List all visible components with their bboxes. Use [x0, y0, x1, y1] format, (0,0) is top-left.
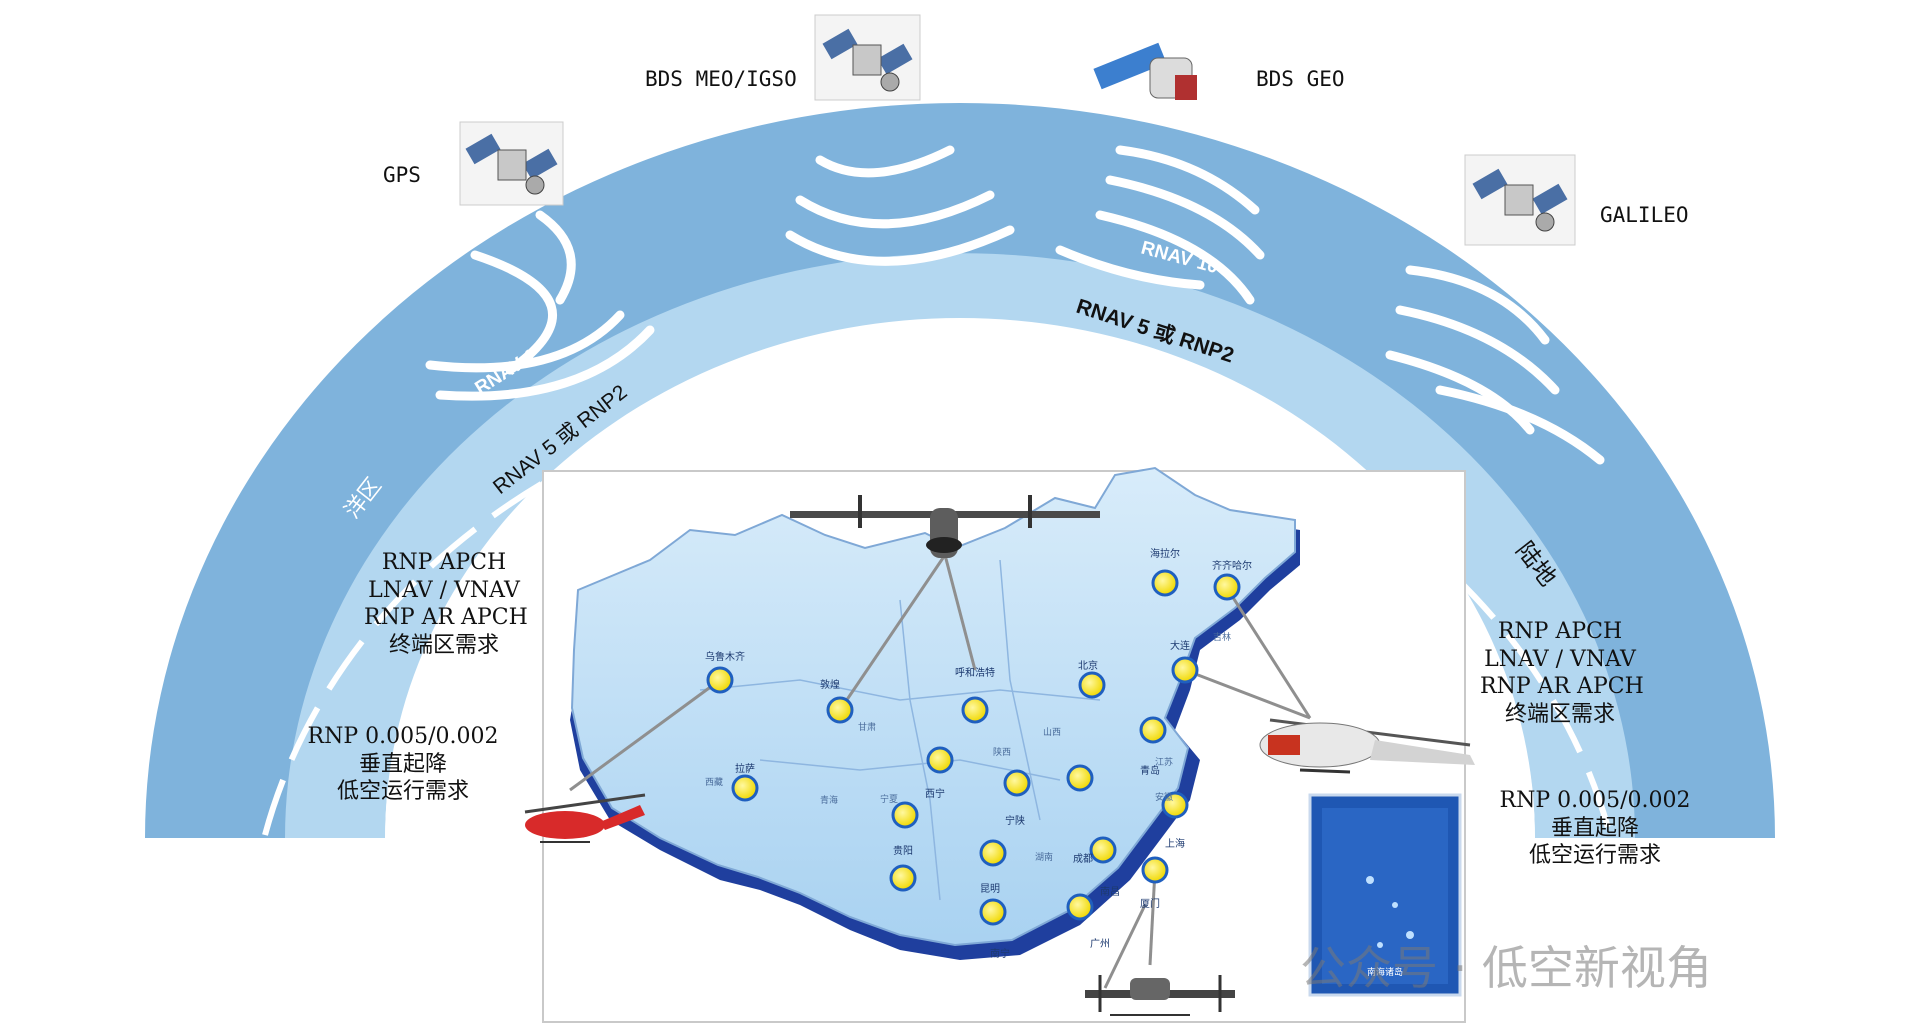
map-region-label: 湖南 [1035, 853, 1054, 863]
red-helicopter-icon [524, 793, 646, 843]
left-low-altitude-line: 低空运行需求 [336, 779, 469, 804]
map-city-label: 成都 [1073, 854, 1093, 865]
outer-band [145, 103, 1775, 838]
china-map [570, 466, 1300, 960]
left-low-altitude-requirements: RNP 0.005/0.002 垂直起降 低空运行需求 [298, 723, 508, 806]
map-city-label: 敦煌 [820, 680, 840, 691]
map-city-label: 昆明 [980, 884, 1000, 895]
right-terminal-line: LNAV / VNAV [1484, 646, 1636, 672]
satellite-bds-meo-igso-icon [814, 14, 921, 101]
right-terminal-line: RNP AR APCH [1480, 674, 1644, 699]
map-region-label: 宁夏 [880, 795, 899, 805]
map-city-label: 青岛 [1140, 766, 1160, 777]
map-city-label: 乌鲁木齐 [705, 652, 745, 663]
map-city-label: 海拉尔 [1150, 549, 1180, 560]
city-marker [891, 801, 919, 829]
map-region-label: 青海 [820, 796, 839, 806]
map-city-label: 厦门 [1140, 899, 1160, 910]
right-terminal-line: 终端区需求 [1504, 701, 1615, 727]
large-helicopter-icon [1259, 718, 1475, 774]
map-region-label: 安徽 [1155, 793, 1174, 803]
left-terminal-line: 终端区需求 [388, 632, 499, 658]
map-region-label: 江苏 [1155, 758, 1174, 768]
fixed-wing-vtol-icon [790, 495, 1100, 558]
city-marker [1161, 791, 1189, 819]
map-city-label: 贵阳 [893, 846, 913, 857]
south-sea-inset: 南海诸岛 [1308, 793, 1462, 997]
satellite-gps-icon [459, 121, 564, 206]
map-city-label: 南昌 [1100, 887, 1120, 898]
map-region-label: 甘肃 [858, 723, 877, 733]
right-terminal-line: RNP APCH [1497, 619, 1623, 644]
city-marker [979, 898, 1007, 926]
city-markers [706, 569, 1241, 926]
city-marker [706, 666, 734, 694]
map-region-label: 西藏 [705, 778, 724, 788]
map-city-label: 大连 [1170, 641, 1190, 652]
city-marker [1003, 769, 1031, 797]
city-marker [961, 696, 989, 724]
map-city-label: 南宁 [990, 949, 1010, 960]
city-marker [1066, 893, 1094, 921]
city-marker [1141, 856, 1169, 884]
city-marker [1078, 671, 1106, 699]
map-city-label: 齐齐哈尔 [1212, 561, 1252, 572]
left-terminal-line: RNP AR APCH [364, 605, 528, 630]
left-terminal-line: LNAV / VNAV [368, 577, 520, 603]
map-region-label: 陕西 [993, 748, 1012, 758]
right-low-altitude-line: 低空运行需求 [1528, 843, 1661, 868]
city-marker [826, 696, 854, 724]
bds-meo-igso-label: BDS MEO/IGSO [645, 67, 797, 91]
left-terminal-line: RNP APCH [381, 550, 507, 575]
satellite-bds-geo-icon [1093, 42, 1197, 100]
bds-geo-label: BDS GEO [1256, 67, 1345, 91]
map-city-label: 宁陕 [1005, 816, 1025, 827]
left-terminal-requirements: RNP APCH LNAV / VNAV RNP AR APCH 终端区需求 [364, 549, 528, 659]
left-low-altitude-line: RNP 0.005/0.002 [307, 724, 499, 749]
satellite-galileo-icon [1464, 154, 1576, 246]
map-land [570, 466, 1296, 947]
inset-label: 南海诸岛 [1367, 966, 1403, 978]
map-city-label: 上海 [1165, 839, 1185, 850]
city-marker [1066, 764, 1094, 792]
city-marker [1139, 716, 1167, 744]
map-city-label: 广州 [1090, 939, 1110, 950]
map-city-label: 呼和浩特 [955, 668, 995, 679]
map-region-label: 山西 [1043, 728, 1062, 738]
dashed-boundary-outer [262, 374, 1613, 836]
city-marker [1151, 569, 1179, 597]
right-low-altitude-line: RNP 0.005/0.002 [1499, 788, 1691, 813]
vtol-drone-icon [1085, 975, 1235, 1016]
connection-lines [569, 554, 1312, 989]
right-low-altitude-line: 垂直起降 [1550, 815, 1639, 841]
watermark: 公众号 · 低空新视角 [1300, 941, 1712, 995]
map-city-label: 西宁 [925, 789, 945, 800]
city-marker [889, 864, 917, 892]
map-city-label: 拉萨 [735, 764, 755, 775]
city-marker [1089, 836, 1117, 864]
city-marker [731, 774, 759, 802]
signal-waves [425, 145, 1605, 465]
right-low-altitude-requirements: RNP 0.005/0.002 垂直起降 低空运行需求 [1490, 787, 1700, 870]
city-marker [979, 839, 1007, 867]
right-terminal-requirements: RNP APCH LNAV / VNAV RNP AR APCH 终端区需求 [1480, 618, 1644, 728]
galileo-label: GALILEO [1600, 203, 1689, 227]
gps-label: GPS [383, 163, 421, 187]
city-marker [1171, 656, 1199, 684]
left-low-altitude-line: 垂直起降 [358, 751, 447, 777]
map-region-label: 吉林 [1213, 633, 1232, 643]
city-marker [1213, 573, 1241, 601]
map-city-label: 北京 [1078, 661, 1098, 672]
city-marker [926, 746, 954, 774]
inner-band [285, 253, 1635, 839]
